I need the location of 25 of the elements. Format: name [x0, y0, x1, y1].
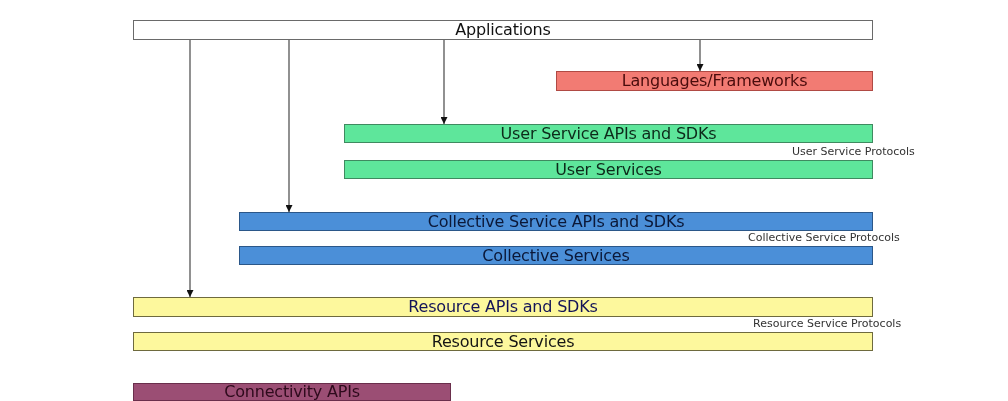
layer-label: Languages/Frameworks	[621, 73, 808, 89]
layer-label: Collective Service APIs and SDKs	[427, 213, 685, 230]
layer-label: Applications	[455, 22, 551, 38]
arrow	[285, 39, 293, 213]
arrow	[696, 39, 704, 72]
arrow	[186, 39, 194, 298]
layer-label: Resource APIs and SDKs	[408, 299, 598, 315]
layer-bar	[133, 297, 873, 317]
layer-bar	[133, 20, 873, 40]
layer-label: Connectivity APIs	[224, 384, 360, 400]
layer-bar	[239, 246, 873, 265]
layer-bar	[133, 332, 873, 351]
layer-bar	[344, 124, 873, 143]
protocol-label: Collective Service Protocols	[748, 232, 900, 243]
layer-bar	[344, 160, 873, 179]
layer-label: User Service APIs and SDKs	[500, 125, 717, 142]
layer-bar	[133, 383, 451, 401]
protocol-label: Resource Service Protocols	[753, 318, 902, 329]
layer-label: Resource Services	[431, 333, 575, 350]
layer-bar	[556, 71, 873, 91]
protocol-label: User Service Protocols	[792, 146, 915, 157]
layer-label: Collective Services	[482, 247, 630, 264]
layer-label: User Services	[555, 161, 662, 178]
arrow	[440, 39, 448, 125]
layer-bar	[239, 212, 873, 231]
